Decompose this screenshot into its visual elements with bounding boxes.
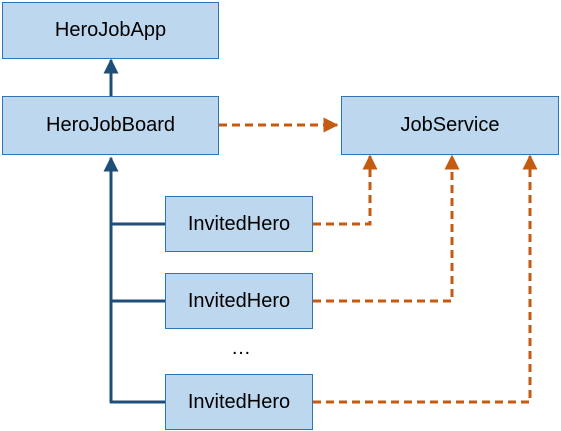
node-jobservice: JobService [341,96,559,155]
node-herojobboard: HeroJobBoard [2,96,219,155]
edge-hero2-to-service [313,154,460,303]
edge-hero3-to-service [313,154,538,404]
node-invitedhero-3: InvitedHero [165,374,313,430]
ellipsis: … [231,337,251,359]
node-invitedhero-2: InvitedHero [165,273,313,329]
node-invitedhero-1: InvitedHero [165,196,313,252]
edge-hero1-to-service [313,154,378,226]
node-herojobapp: HeroJobApp [2,2,219,59]
